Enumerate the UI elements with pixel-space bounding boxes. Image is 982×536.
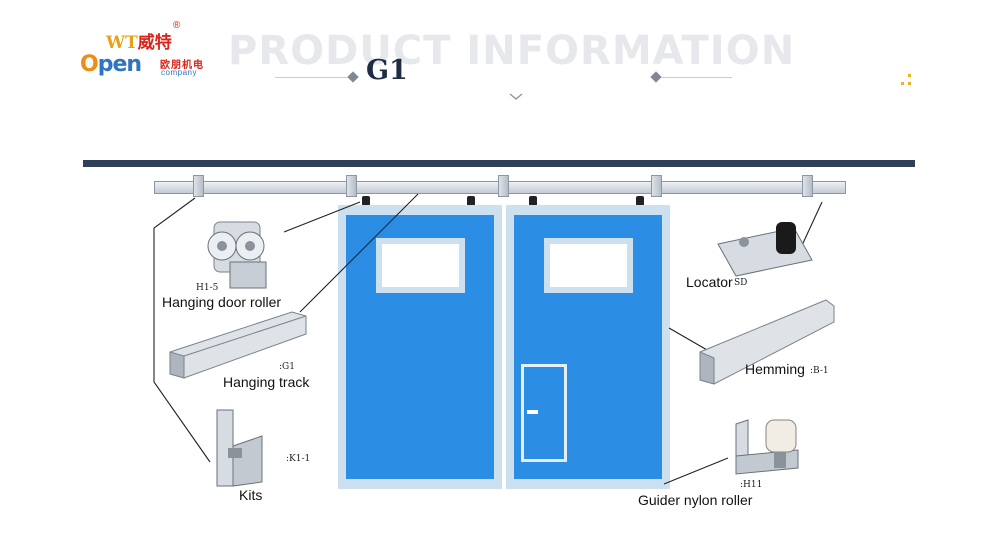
leader-line-guider (663, 457, 729, 485)
logo-chinese-name: 欧朋机电 (160, 60, 204, 71)
logo-company: company (161, 68, 197, 77)
dots-icon (901, 74, 911, 85)
part-label: Kits (239, 487, 263, 503)
part-code: :G1 (279, 362, 295, 372)
model-title: G1 (366, 55, 408, 86)
part-code: H1-5 (196, 283, 219, 293)
header-rule-left (275, 77, 355, 78)
track-hanger (651, 175, 662, 197)
right-door-window (544, 238, 633, 293)
hanging-track-part (169, 311, 307, 379)
leader-line-kits (153, 197, 211, 463)
kits-bracket-part (216, 409, 263, 487)
header-divider-bar (83, 160, 915, 167)
locator-part (717, 222, 813, 277)
logo-wt: WT威特 (106, 33, 172, 53)
part-label: Hemming (745, 361, 805, 377)
part-code: :B-1 (810, 366, 829, 376)
part-code: :K1-1 (286, 454, 311, 464)
right-door-panel (514, 215, 662, 479)
right-door-leaf (506, 205, 670, 489)
track-hanger (498, 175, 509, 197)
part-code: :H11 (740, 480, 763, 490)
leader-line-roller (283, 201, 361, 233)
header-rule-right (662, 77, 732, 78)
door-roller (529, 196, 537, 206)
part-label: Guider nylon roller (638, 492, 753, 508)
logo-registered-mark: ® (173, 20, 181, 31)
leader-line-track (299, 193, 419, 313)
door-handle (527, 410, 538, 414)
track-hanger (346, 175, 357, 197)
chevron-down-icon (509, 93, 523, 100)
left-door-window (376, 238, 465, 293)
hemming-part (699, 299, 835, 385)
track-hanger (802, 175, 813, 197)
left-door-leaf (338, 205, 502, 489)
left-door-panel (346, 215, 494, 479)
hanging-door-roller-part (207, 221, 267, 289)
track-hanger (193, 175, 204, 197)
guider-nylon-roller-part (735, 419, 799, 475)
door-roller (467, 196, 475, 206)
part-label: Locator (686, 274, 733, 290)
header-watermark: PRODUCT INFORMATION (228, 28, 796, 74)
door-roller (636, 196, 644, 206)
inner-wicket-door (521, 364, 567, 462)
door-roller (362, 196, 370, 206)
part-code: SD (734, 278, 748, 288)
logo-open: Open (80, 52, 142, 77)
part-label: Hanging track (223, 374, 310, 390)
part-label: Hanging door roller (162, 294, 282, 310)
